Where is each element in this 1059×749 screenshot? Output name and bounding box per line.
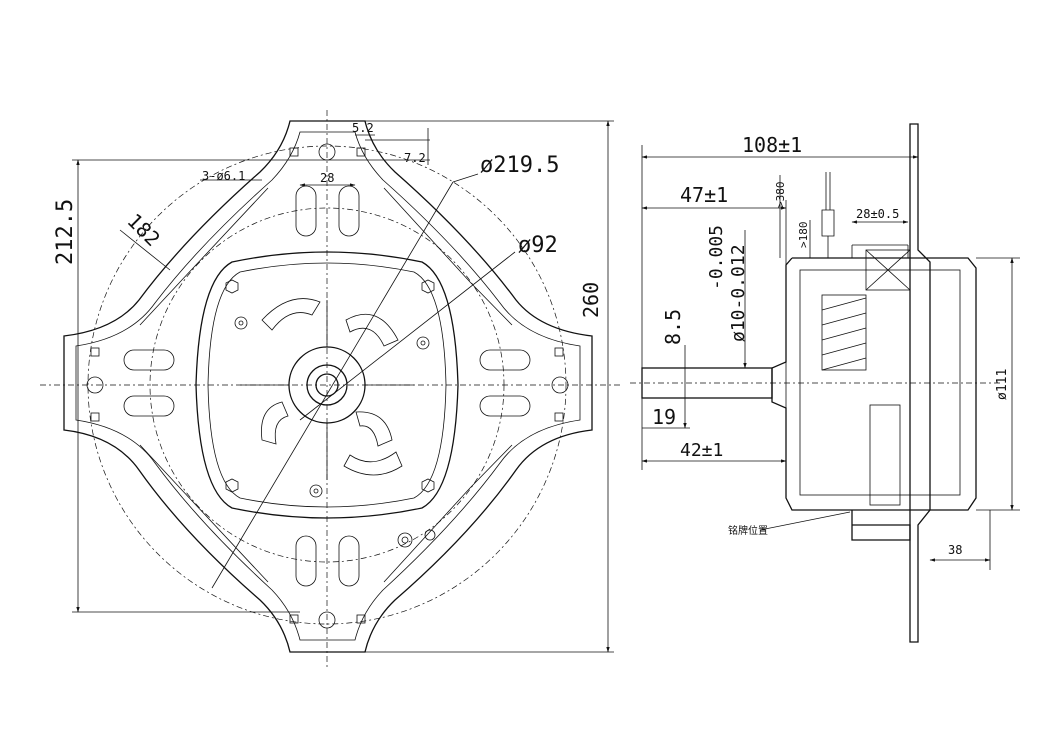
dim-outer-diameter-label: ø219.5 [480, 153, 559, 178]
outer-dashed-circle [87, 145, 567, 625]
front-view: 212.5 260 ø219.5 ø92 182 3-ø6.1 28 5.2 7… [40, 110, 620, 670]
motor-body [771, 257, 977, 541]
dim-holes-label: 3-ø6.1 [202, 169, 245, 183]
dim-42-label: 42±1 [680, 440, 723, 461]
dim-19-label: 19 [652, 405, 676, 429]
dim-7-2-label: 7.2 [404, 151, 426, 165]
vent-slots [261, 298, 403, 476]
dim-shaft-label: ø10-0.012 [728, 244, 749, 342]
dim-380-label: >380 [774, 182, 787, 209]
mounting-bracket-outline [63, 120, 593, 653]
dim-111-label: ø111 [995, 369, 1010, 400]
dim-width-label: 260 [579, 282, 603, 318]
dim-8-5-label: 8.5 [661, 309, 685, 345]
hex-bolts [225, 279, 435, 493]
dim-5-2-label: 5.2 [352, 121, 374, 135]
dim-28-label: 28 [320, 171, 334, 185]
motor-housing-face [195, 251, 459, 519]
mounting-slots [123, 185, 531, 587]
mounting-holes [86, 143, 569, 629]
winding-hatch [821, 249, 911, 506]
dim-38-label: 38 [948, 543, 962, 557]
dim-shaft-tol-label: -0.005 [706, 225, 727, 290]
screw-bosses [234, 316, 436, 548]
dim-inner-diameter-label: ø92 [518, 233, 558, 258]
dim-180-label: >180 [797, 222, 810, 249]
dim-height-label: 212.5 [53, 199, 78, 265]
dim-47-label: 47±1 [680, 183, 728, 207]
dim-28-tol-label: 28±0.5 [856, 207, 899, 221]
nameplate-position-label: 铭牌位置 [728, 524, 768, 537]
dim-total-length-label: 108±1 [742, 133, 802, 157]
side-view: 108±1 47±1 42±1 19 8.5 ø10-0.012 -0.005 … [630, 123, 1020, 643]
